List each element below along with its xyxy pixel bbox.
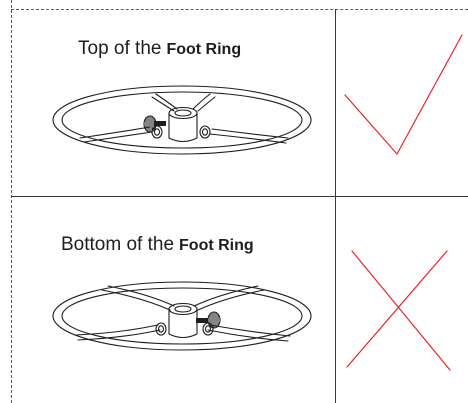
hub-bore: [174, 109, 192, 117]
spoke-lower-left-2: [79, 126, 151, 139]
hub-top: [168, 106, 198, 120]
hub-bore: [174, 305, 192, 313]
dashed-top-border: [11, 9, 468, 10]
row-divider: [11, 196, 468, 197]
spoke-upper-left: [101, 289, 171, 311]
foot-ring-bottom-view-illustration: [52, 281, 312, 351]
ring-inner-edge: [61, 287, 303, 345]
top-title-prefix: Top of the: [78, 38, 162, 59]
spoke-upper-right-2: [193, 285, 259, 307]
column-divider: [335, 9, 336, 403]
foot-ring-top-view-illustration: [52, 85, 312, 155]
boss-left-inner: [157, 325, 165, 333]
boss-left: [155, 322, 167, 336]
spoke-upper-right: [192, 93, 211, 110]
bottom-title-emphasis: Foot Ring: [179, 237, 254, 254]
incorrect-cross-icon: [346, 250, 451, 371]
ring-outer-edge: [52, 85, 312, 155]
ring-inner-edge: [61, 91, 303, 149]
top-title-emphasis: Foot Ring: [166, 41, 242, 58]
boss-left-inner: [153, 128, 161, 136]
hub-body: [168, 309, 198, 339]
hub-top: [168, 302, 198, 316]
ring-outer-edge: [52, 281, 312, 351]
correct-checkmark-icon: [344, 34, 463, 155]
spoke-lower-left-2: [75, 324, 159, 336]
spoke-lower-right: [209, 133, 287, 144]
spoke-lower-right-2: [209, 324, 291, 337]
spoke-lower-left: [83, 131, 153, 143]
spoke-upper-right-2: [197, 96, 216, 112]
dashed-left-border: [11, 0, 12, 403]
boss-right-inner: [201, 128, 209, 136]
hub-body: [168, 113, 198, 143]
bottom-title-prefix: Bottom of the: [61, 234, 175, 255]
spoke-lower-right: [207, 329, 289, 342]
tightening-knob: [196, 311, 221, 329]
boss-right-inner: [204, 325, 212, 333]
spoke-lower-right-2: [211, 128, 289, 139]
spoke-upper-left: [151, 96, 175, 112]
spoke-lower-left: [77, 329, 161, 341]
tightening-knob: [143, 115, 166, 133]
spoke-upper-right: [197, 289, 265, 311]
boss-right: [199, 125, 211, 139]
spoke-upper-left-2: [107, 285, 175, 307]
